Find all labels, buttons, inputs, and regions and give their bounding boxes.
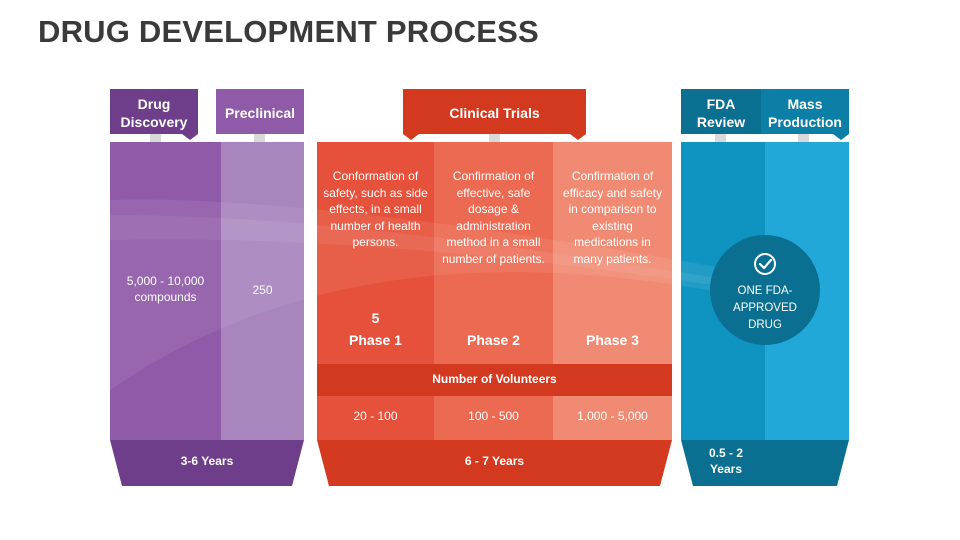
- approval-circle: [710, 235, 820, 345]
- header-tab-mass-production: [761, 89, 849, 140]
- header-fda-review: FDA Review: [696, 96, 746, 130]
- phase-3-description: Confirmation of efficacy and safety in c…: [562, 169, 663, 266]
- phase-1-label: Phase 1: [349, 332, 402, 348]
- connector: [150, 134, 161, 142]
- volunteers-label: Number of Volunteers: [432, 372, 557, 386]
- volunteers-band: [317, 364, 672, 396]
- discovery-compounds: 5,000 - 10,000 compounds: [126, 273, 205, 305]
- connector: [489, 134, 500, 142]
- check-icon: [754, 253, 776, 275]
- approval-text: ONE FDA-APPROVED DRUG: [733, 284, 797, 331]
- phase-1-volunteers: 20 - 100: [353, 408, 398, 423]
- phase-3-volunteers: 1,000 - 5,000: [577, 408, 648, 423]
- phase-2-label: Phase 2: [467, 332, 520, 348]
- header-tab-clinical-trials: [403, 89, 586, 140]
- phase-1-description: Conformation of safety, such as side eff…: [323, 169, 428, 249]
- duration-fda-production: 0.5 - 2 Years: [708, 446, 744, 476]
- column-preclinical: [221, 142, 304, 440]
- header-mass-production: Mass Production: [768, 96, 842, 130]
- preclinical-compounds: 250: [252, 282, 273, 297]
- column-drug-discovery: [110, 142, 221, 440]
- connector: [254, 134, 265, 142]
- header-preclinical: Preclinical: [224, 105, 296, 121]
- connector: [798, 134, 809, 142]
- flow-ribbon: [110, 199, 760, 390]
- phase-1-count: 5: [371, 310, 380, 326]
- phase-3-label: Phase 3: [586, 332, 639, 348]
- phase-2-description: Confirmation of effective, safe dosage &…: [442, 169, 545, 266]
- duration-clinical: 6 - 7 Years: [464, 454, 525, 468]
- duration-discovery-preclinical: 3-6 Years: [180, 454, 234, 468]
- footer-clinical: [317, 440, 672, 486]
- header-tab-fda-review: [681, 89, 761, 134]
- header-clinical-trials: Clinical Trials: [449, 105, 540, 121]
- header-tab-drug-discovery: [110, 89, 198, 140]
- header-drug-discovery: Drug Discovery: [120, 96, 188, 130]
- page-title: DRUG DEVELOPMENT PROCESS: [38, 14, 539, 49]
- footer-fda-production: [681, 440, 849, 486]
- phase-2-volunteers: 100 - 500: [468, 408, 519, 423]
- flow-ribbon-highlight: [110, 215, 760, 292]
- footer-discovery-preclinical: [110, 440, 304, 486]
- header-tab-preclinical: [216, 89, 304, 134]
- connector: [715, 134, 726, 142]
